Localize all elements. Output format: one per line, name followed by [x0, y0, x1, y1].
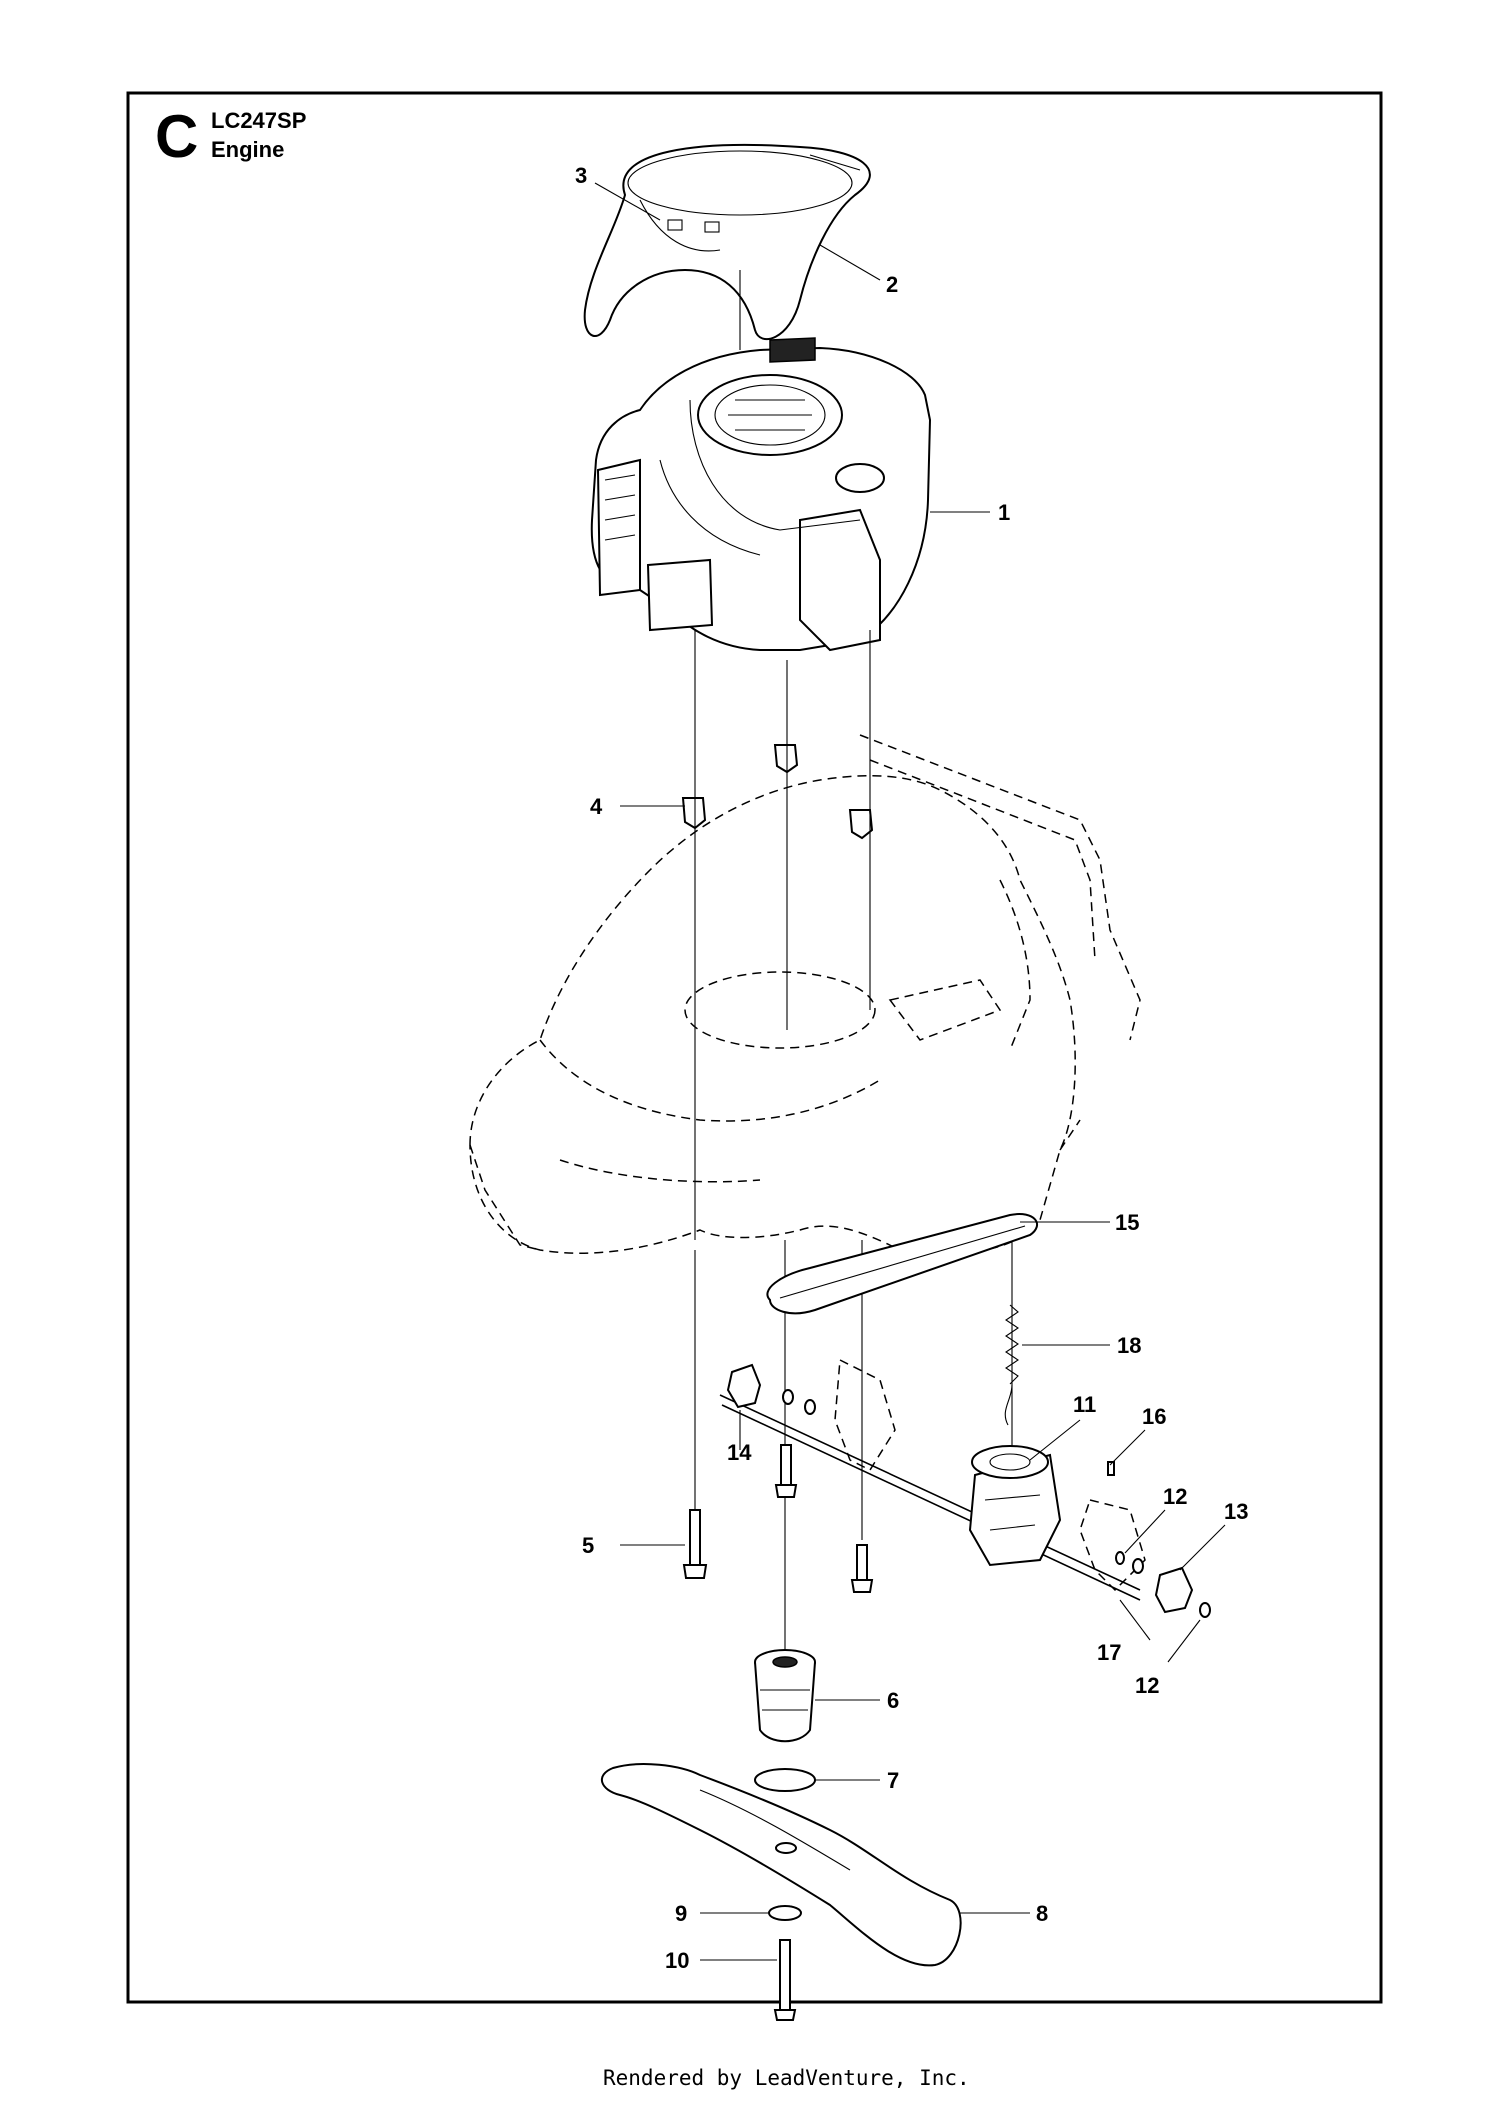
washer	[754, 1768, 816, 1792]
pin	[1107, 1461, 1115, 1476]
drive-belt	[766, 1213, 1038, 1315]
drive-gears	[726, 1363, 1211, 1618]
engine-cover	[583, 143, 871, 341]
section-title: Engine	[211, 137, 284, 162]
callout-13: 13	[1224, 1499, 1248, 1524]
mower-deck-outline	[469, 734, 1141, 1255]
blade	[601, 1763, 962, 1967]
gearbox-axle	[719, 1358, 1146, 1601]
callout-1: 1	[998, 500, 1010, 525]
callout-17: 17	[1097, 1640, 1121, 1665]
callout-6: 6	[887, 1688, 899, 1713]
spring	[1004, 1304, 1019, 1426]
callout-2: 2	[886, 272, 898, 297]
diagram-frame	[126, 91, 1383, 2004]
callouts: 3 2 1 4 15 18 14 11 16 12 13 5 17 12 6 7…	[575, 163, 1248, 1973]
callout-12b: 12	[1135, 1673, 1159, 1698]
callout-15: 15	[1115, 1210, 1139, 1235]
callout-5: 5	[582, 1533, 594, 1558]
callout-14: 14	[727, 1440, 752, 1465]
leader-lines	[594, 182, 1226, 1961]
callout-18: 18	[1117, 1333, 1141, 1358]
model-name: LC247SP	[211, 108, 306, 133]
blade-fasteners	[768, 1905, 802, 2021]
callout-10: 10	[665, 1948, 689, 1973]
engine-assembly	[590, 337, 932, 652]
callout-3: 3	[575, 163, 587, 188]
callout-16: 16	[1142, 1404, 1166, 1429]
callout-7: 7	[887, 1768, 899, 1793]
bolts	[682, 1444, 874, 2001]
callout-11: 11	[1073, 1392, 1096, 1417]
callout-9: 9	[675, 1901, 687, 1926]
section-letter: C	[155, 103, 198, 170]
callout-4: 4	[590, 794, 603, 819]
callout-8: 8	[1036, 1901, 1048, 1926]
callout-12a: 12	[1163, 1484, 1187, 1509]
footer-credit: Rendered by LeadVenture, Inc.	[603, 2066, 970, 2090]
blade-adapter	[754, 1649, 816, 1743]
mounting-brackets	[681, 744, 874, 840]
